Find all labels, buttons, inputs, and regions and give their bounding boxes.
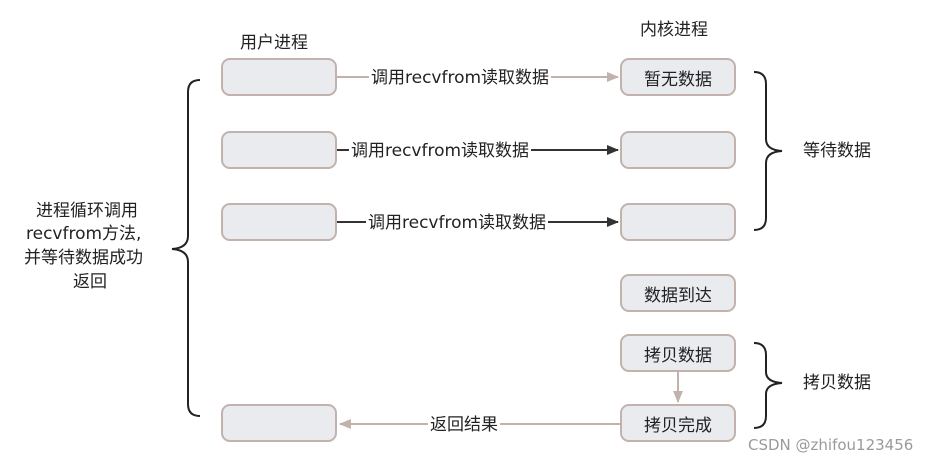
kernel-box-2: [620, 131, 736, 169]
right-brace-wait: [753, 71, 783, 231]
wait-data-label: 等待数据: [803, 141, 871, 161]
left-brace-line-2: recvfrom方法,: [26, 224, 142, 244]
left-brace: [171, 79, 201, 417]
user-box-1: [221, 58, 337, 96]
kernel-box-3: [620, 203, 736, 241]
arrow-label-return-result: 返回结果: [428, 415, 500, 435]
arrow-label-call-3: 调用recvfrom读取数据: [366, 213, 549, 233]
kernel-box-copy-data: 拷贝数据: [620, 334, 736, 372]
arrow-label-call-1: 调用recvfrom读取数据: [369, 68, 552, 88]
kernel-process-header: 内核进程: [640, 20, 708, 40]
user-process-header: 用户进程: [240, 33, 308, 53]
copy-data-label: 拷贝数据: [803, 373, 871, 393]
arrow-label-call-2: 调用recvfrom读取数据: [349, 141, 532, 161]
kernel-box-copy-done: 拷贝完成: [620, 404, 736, 442]
right-brace-copy: [753, 342, 783, 429]
user-box-3: [221, 203, 337, 241]
kernel-box-no-data: 暂无数据: [620, 58, 736, 96]
kernel-box-data-arrived: 数据到达: [620, 274, 736, 312]
left-brace-line-1: 进程循环调用: [36, 201, 138, 221]
left-brace-line-3: 并等待数据成功: [24, 248, 143, 268]
left-brace-line-4: 返回: [73, 272, 107, 292]
watermark: CSDN @zhifou123456: [748, 436, 914, 454]
user-box-4: [221, 404, 337, 442]
user-box-2: [221, 131, 337, 169]
